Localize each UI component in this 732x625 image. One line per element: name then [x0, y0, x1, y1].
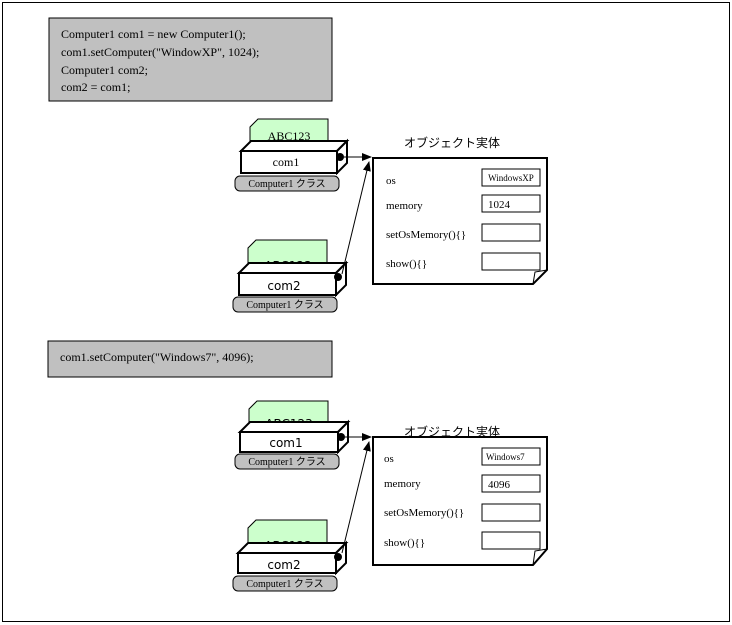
method-set: setOsMemory(){}	[386, 229, 466, 241]
method-show: show(){}	[384, 537, 425, 549]
field-os: os	[386, 175, 396, 187]
os-value-box	[481, 168, 541, 187]
ref-com2: ABC123 com2 Computer1 クラス	[232, 519, 349, 592]
class-label: Computer1 クラス	[248, 178, 325, 190]
class-badge	[234, 453, 340, 470]
var-box-front	[238, 272, 337, 296]
method-set: setOsMemory(){}	[384, 507, 464, 519]
var-box-top	[237, 421, 351, 433]
var-box-top	[236, 262, 349, 274]
var-box-front	[239, 431, 339, 453]
code-line-4: com2 = com1;	[61, 80, 130, 94]
class-badge	[232, 575, 338, 592]
pointer-dot	[337, 433, 345, 441]
method-box	[481, 531, 541, 550]
memory-value: 4096	[488, 479, 511, 491]
var-box-front	[240, 150, 338, 174]
memory-value-box	[481, 194, 541, 213]
ref-com1: ABC123 com1 Computer1 クラス	[234, 400, 351, 470]
var-label-com1: com1	[269, 436, 302, 450]
code-box-2	[47, 340, 333, 378]
object-fold	[532, 548, 548, 566]
object-2: オブジェクト実体 os Windows7 memory 4096 setOsMe…	[372, 424, 548, 566]
code-line-1: Computer1 com1 = new Computer1();	[61, 27, 246, 41]
object-1: オブジェクト実体 os WindowsXP memory 1024 setOsM…	[372, 135, 548, 285]
os-value: WindowsXP	[488, 173, 534, 183]
memory-value: 1024	[488, 199, 511, 211]
code-box-1	[48, 17, 333, 102]
method-box	[481, 252, 541, 271]
var-label-com2: com2	[267, 558, 300, 572]
pointer-dot	[336, 153, 344, 161]
method-show: show(){}	[386, 258, 427, 270]
object-label: オブジェクト実体	[404, 135, 500, 150]
class-label: Computer1 クラス	[248, 456, 325, 468]
method-box	[481, 503, 541, 522]
arrow-com2	[341, 441, 371, 554]
method-box	[481, 223, 541, 242]
ref-value-com1: ABC123	[268, 129, 311, 143]
pointer-dot	[334, 553, 342, 561]
ref-com1: ABC123 com1 Computer1 クラス	[234, 118, 350, 192]
object-label: オブジェクト実体	[404, 424, 500, 439]
class-label: Computer1 クラス	[246, 299, 323, 311]
pointer-dot	[334, 273, 342, 281]
var-box-top	[235, 542, 349, 554]
code-line: com1.setComputer("Windows7", 4096);	[60, 350, 254, 364]
object-fold	[532, 269, 548, 285]
class-badge	[234, 175, 340, 192]
var-box-top	[238, 140, 350, 152]
class-badge	[232, 296, 338, 313]
var-label-com2: com2	[267, 279, 300, 293]
memory-value-box	[481, 474, 541, 493]
code-line-2: com1.setComputer("WindowXP", 1024);	[61, 45, 259, 59]
os-value-box	[481, 447, 541, 466]
section-2: com1.setComputer("Windows7", 4096); ABC1…	[47, 340, 548, 592]
os-value: Windows7	[486, 452, 525, 462]
section-1: Computer1 com1 = new Computer1(); com1.s…	[48, 17, 548, 313]
ref-com2: ABC123 com2 Computer1 クラス	[232, 239, 349, 313]
code-line-3: Computer1 com2;	[61, 63, 148, 77]
class-label: Computer1 クラス	[246, 578, 323, 590]
var-box-front	[237, 552, 337, 574]
var-label-com1: com1	[273, 155, 300, 169]
field-os: os	[384, 453, 394, 465]
field-memory: memory	[384, 478, 421, 490]
field-memory: memory	[386, 200, 423, 212]
arrow-com2	[341, 161, 371, 275]
